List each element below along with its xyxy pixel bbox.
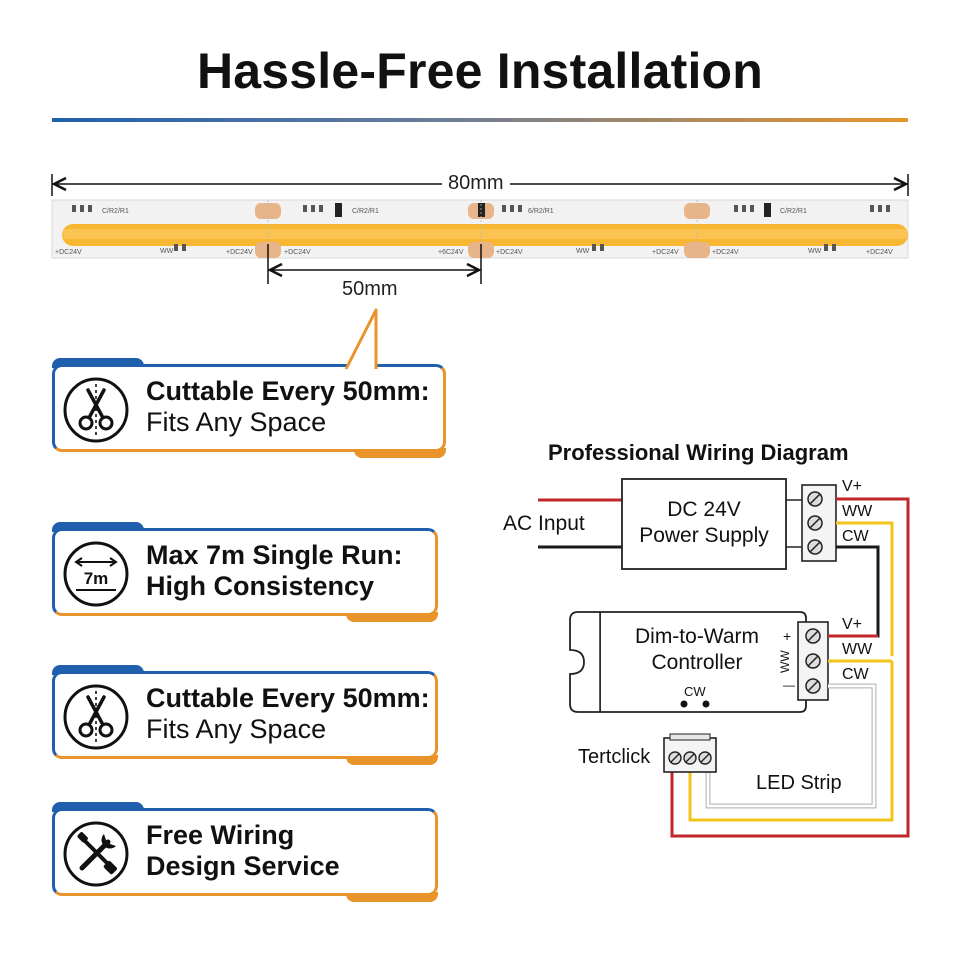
feature-subtitle: Design Service xyxy=(146,851,340,881)
psu-wire-vplus xyxy=(670,497,910,838)
psu-terminal-screws xyxy=(807,491,823,555)
tertclick-label: Tertclick xyxy=(578,746,651,768)
ctrl-term-label: CW xyxy=(842,666,869,683)
pad-label-bottom: +DC24V xyxy=(496,249,523,256)
dim-50-label: 50mm xyxy=(336,278,404,301)
controller-mark: + xyxy=(783,628,792,644)
pad-label-bottom: +DC24V xyxy=(55,249,82,256)
feature-title: Free Wiring xyxy=(146,820,295,850)
pad-label-bottom: WW xyxy=(160,248,174,255)
pad-label-top: 6/R2/R1 xyxy=(528,208,554,215)
controller-label: Dim-to-Warm Controller xyxy=(634,625,760,674)
feature-subtitle: Fits Any Space xyxy=(146,714,327,744)
pad-label-bottom: +DC24V xyxy=(866,249,893,256)
pad-label-bottom: WW xyxy=(808,248,822,255)
feature-callout-wiring-service: Free Wiring Design Service xyxy=(52,802,438,902)
pad-label-bottom: +DC24V xyxy=(284,249,311,256)
controller-mark: — xyxy=(783,678,795,692)
scissors-icon xyxy=(63,684,129,750)
wiring-diagram-title: Professional Wiring Diagram xyxy=(548,440,849,465)
ctrl-term-label: WW xyxy=(842,641,873,658)
feature-subtitle: Fits Any Space xyxy=(146,407,327,437)
pad-label-bottom: +DC24V xyxy=(226,249,253,256)
page-title: Hassle-Free Installation xyxy=(196,43,764,99)
strip-components xyxy=(72,203,890,251)
dim-80-label: 80mm xyxy=(442,172,510,195)
controller-mount-tab xyxy=(569,611,600,713)
psu-term-label: CW xyxy=(842,528,869,545)
svg-text:7m: 7m xyxy=(84,569,109,588)
power-supply-box xyxy=(621,478,787,570)
controller-terminal-screws xyxy=(805,628,821,694)
controller-cw-label: CW xyxy=(684,684,706,699)
psu-term-label: WW xyxy=(842,503,873,520)
controller-body xyxy=(599,611,807,713)
feature-subtitle: High Consistency xyxy=(146,571,375,601)
feature-callout-cuttable-2: Cuttable Every 50mm: Fits Any Space xyxy=(52,665,438,765)
pad-label-top: C/R2/R1 xyxy=(352,208,379,215)
psu-wire-cw xyxy=(836,545,880,634)
ctrl-wire-cw xyxy=(706,684,876,808)
feature-callout-cuttable: Cuttable Every 50mm: Fits Any Space xyxy=(52,358,446,458)
feature-callout-max-run: 7m Max 7m Single Run: High Consistency xyxy=(52,522,438,622)
ctrl-term-label: V+ xyxy=(842,616,863,633)
led-strip-illustration: C/R2/R1 C/R2/R1 6/R2/R1 C/R2/R1 +DC24V W… xyxy=(51,174,909,284)
feature-title: Max 7m Single Run: xyxy=(146,540,403,570)
pad-label-top: C/R2/R1 xyxy=(780,208,807,215)
tools-icon xyxy=(63,821,129,887)
pad-label-bottom: WW xyxy=(576,248,590,255)
pad-label-bottom: +6C24V xyxy=(438,249,464,256)
pad-label-bottom: +DC24V xyxy=(652,249,679,256)
led-strip-label: LED Strip xyxy=(756,772,842,794)
psu-term-label: V+ xyxy=(842,478,863,495)
title-divider xyxy=(52,118,908,122)
power-supply-label: DC 24V Power Supply xyxy=(639,498,769,547)
pad-label-bottom: +DC24V xyxy=(712,249,739,256)
length-7m-icon: 7m xyxy=(63,541,129,607)
scissors-icon xyxy=(63,377,129,443)
ac-input-label: AC Input xyxy=(503,512,585,535)
feature-title: Cuttable Every 50mm: xyxy=(146,376,430,406)
strip-wire-ww xyxy=(688,661,894,822)
feature-title: Cuttable Every 50mm: xyxy=(146,683,430,713)
pad-label-top: C/R2/R1 xyxy=(102,208,129,215)
psu-wire-ww xyxy=(836,521,894,656)
